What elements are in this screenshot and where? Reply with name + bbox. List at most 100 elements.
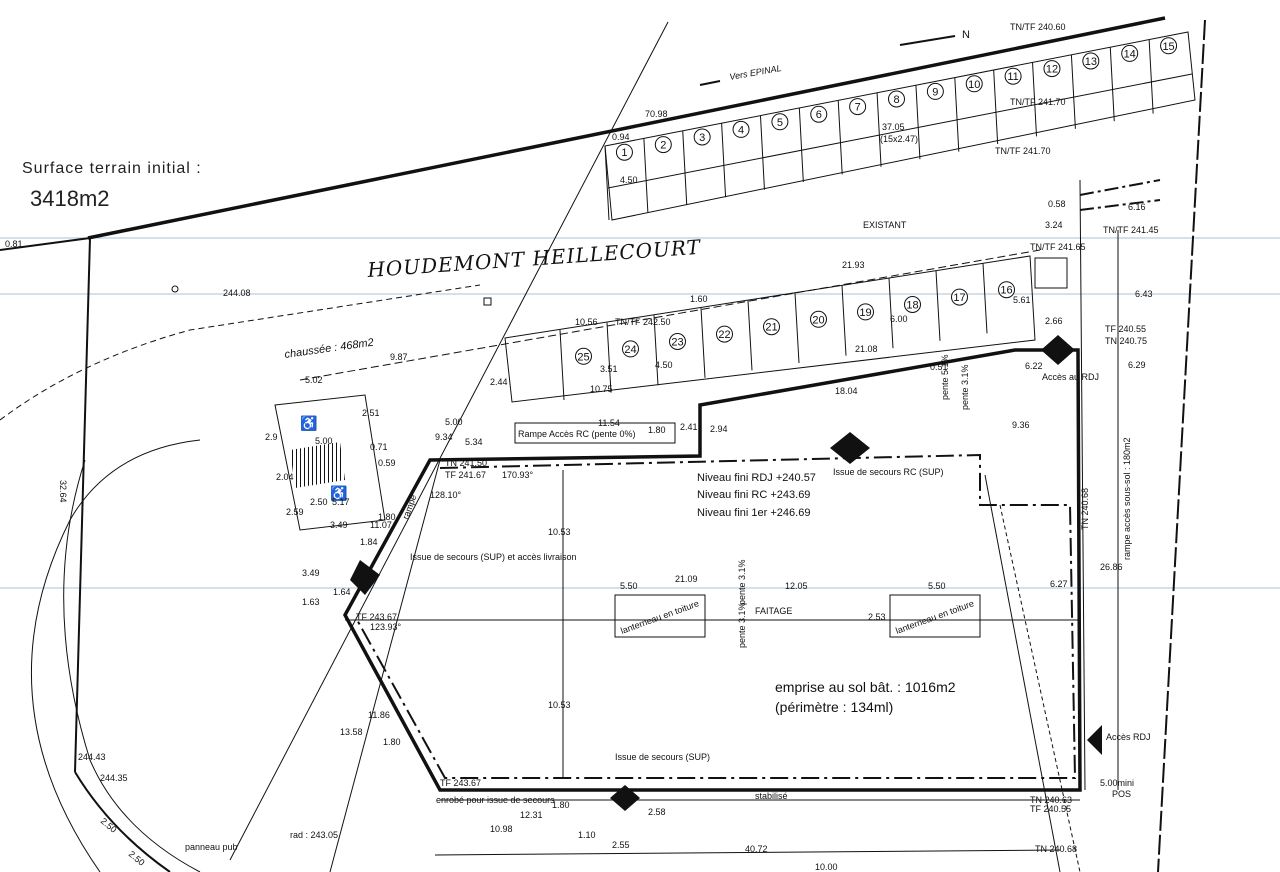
dimension-label: 10.98 xyxy=(490,824,513,834)
dimension-label: pente 5.1% xyxy=(940,354,950,400)
dimension-label: 128.10° xyxy=(430,490,462,500)
stall-number-circle xyxy=(763,318,780,336)
stall-divider xyxy=(1032,62,1038,137)
dimension-label: rad : 243.05 xyxy=(290,830,338,840)
stall-number: 21 xyxy=(765,322,777,334)
parking-row-mid xyxy=(607,73,1193,189)
dimension-label: TN 240.68 xyxy=(1035,844,1077,854)
dimension-label: Issue de secours (SUP) xyxy=(615,752,710,762)
dimension-label: Rampe Accès RC (pente 0%) xyxy=(518,429,636,439)
stall-number-circle xyxy=(622,340,639,358)
dimension-label: 1.10 xyxy=(578,830,596,840)
dimension-label: 3.49 xyxy=(302,568,320,578)
dimension-label: 2.58 xyxy=(648,807,666,817)
dimension-label: 1.80 xyxy=(378,512,396,522)
dimension-label: 6.22 xyxy=(1025,361,1043,371)
stall-number: 11 xyxy=(1007,71,1018,83)
stall-number-circle xyxy=(951,288,968,306)
ramp-edge xyxy=(999,504,1081,872)
stall-number-circle xyxy=(1121,44,1139,62)
stall-number: 7 xyxy=(855,102,861,114)
dimension-label: POS xyxy=(1112,789,1131,799)
level-rc: Niveau fini RC +243.69 xyxy=(697,489,810,501)
stall-number: 15 xyxy=(1162,41,1174,53)
stall-divider xyxy=(653,315,659,386)
dimension-label: 3.51 xyxy=(600,364,618,374)
dimension-label: 1.64 xyxy=(333,587,351,597)
surface-label: Surface terrain initial : xyxy=(22,160,202,177)
rail-line xyxy=(1079,179,1161,211)
dimension-label: 13.58 xyxy=(340,727,363,737)
dimension-label: 11.54 xyxy=(598,418,620,428)
stall-divider xyxy=(915,85,921,160)
dimension-label: 2.9 xyxy=(265,432,278,442)
stall-divider xyxy=(682,130,688,205)
dimension-label: 5.00 xyxy=(445,417,463,427)
stall-divider xyxy=(604,145,610,221)
dimension-label: 10.56 xyxy=(575,317,598,327)
dimension-label: rampe xyxy=(400,493,418,520)
dimension-label: 1.80 xyxy=(648,425,666,435)
dimension-label: pente 3.1% xyxy=(960,364,970,410)
stall-number-circle xyxy=(575,347,592,365)
stall-number-circle xyxy=(888,90,905,108)
dimension-label: 10.53 xyxy=(548,527,571,537)
boundary-corner xyxy=(74,771,171,872)
stall-number: 9 xyxy=(932,86,938,98)
dimension-label: pente 3.1% xyxy=(737,602,747,648)
stall-number-circle xyxy=(926,82,944,100)
stall-number: 22 xyxy=(718,329,730,341)
dimension-label: 0.94 xyxy=(612,132,630,142)
stall-number: 19 xyxy=(859,307,871,319)
dimension-label: 2.44 xyxy=(490,377,508,387)
dimension-label: TF 243.67 xyxy=(440,778,481,788)
stall-divider xyxy=(888,278,894,349)
north-label: N xyxy=(962,29,970,41)
dimension-label: 6.16 xyxy=(1128,202,1146,212)
stall-number-circle xyxy=(810,310,827,328)
dimension-label: 40.72 xyxy=(745,844,768,854)
stairs xyxy=(1034,257,1068,289)
stall-divider xyxy=(759,115,765,190)
dimension-label: TN/TF 241.70 xyxy=(1010,97,1066,107)
dimension-label: 5.50 xyxy=(620,581,638,591)
axis-line-2 xyxy=(329,459,441,872)
road-edge xyxy=(0,284,481,421)
road-curve xyxy=(31,439,201,872)
parking-left xyxy=(274,394,386,531)
ramp xyxy=(514,422,676,444)
emergency-exit-marker xyxy=(610,785,640,811)
dimension-label: 2.50 xyxy=(310,497,328,507)
dimension-label: FAITAGE xyxy=(755,606,792,616)
boundary-left-top xyxy=(0,237,91,251)
road-curve-inner xyxy=(63,459,201,872)
stall-number: 4 xyxy=(738,124,744,136)
dimension-label: 10.00 xyxy=(815,862,838,872)
hatched-area xyxy=(290,442,345,488)
dimension-label: 11.86 xyxy=(368,710,390,720)
dimension-label: 32.64 xyxy=(58,480,68,503)
stall-divider xyxy=(1109,47,1115,122)
dimension-label: Accès RDJ xyxy=(1106,732,1151,742)
stall-number: 1 xyxy=(621,147,627,159)
survey-point xyxy=(171,285,179,293)
dimension-label: 2.41 xyxy=(680,422,698,432)
dimension-label: 0.59 xyxy=(378,458,396,468)
dimension-label: 21.09 xyxy=(675,574,698,584)
stall-number: 25 xyxy=(577,351,589,363)
dimension-label: 6.27 xyxy=(1050,579,1068,589)
dimension-label: (15x2.47) xyxy=(880,134,918,144)
stall-divider xyxy=(993,69,999,145)
dimension-label: Issue de secours RC (SUP) xyxy=(833,467,944,477)
stall-divider xyxy=(559,329,565,401)
dimension-label: TF 240.55 xyxy=(1105,324,1146,334)
dimension-label: 9.87 xyxy=(390,352,408,362)
roadway-area: chaussée : 468m2 xyxy=(284,337,375,361)
dimension-label: stabilisé xyxy=(755,791,788,801)
direction-line xyxy=(699,80,721,86)
dimension-label: TF 240.55 xyxy=(1030,804,1071,814)
dimension-label: 5.00mini xyxy=(1100,778,1134,788)
dimension-label: 0.81 xyxy=(5,239,23,249)
